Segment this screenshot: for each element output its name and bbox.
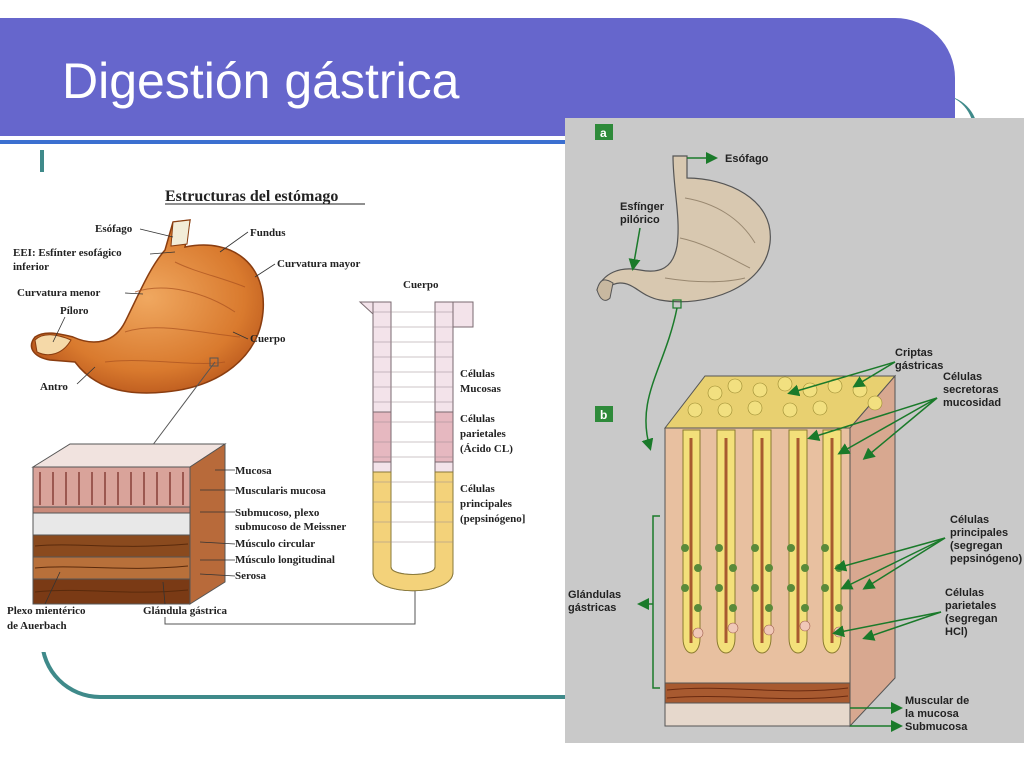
small-stomach-drawing <box>596 155 771 303</box>
label-curvatura-mayor: Curvatura mayor <box>277 258 361 270</box>
title-bar: Digestión gástrica <box>0 18 955 136</box>
label-celulas-principales-2: principales <box>460 498 513 510</box>
label-antro: Antro <box>40 381 68 393</box>
panel-b-badge: b <box>600 408 607 422</box>
label-celulas-mucosas: Células <box>460 368 496 380</box>
label-parietales-2: parietales <box>945 600 996 612</box>
label-curvatura-menor: Curvatura menor <box>17 287 101 299</box>
label-submucoso: Submucoso, plexo <box>235 507 320 519</box>
label-musculo-longitudinal: Músculo longitudinal <box>235 554 335 566</box>
stomach-drawing <box>30 219 265 394</box>
stomach-wall-block <box>31 443 227 605</box>
label-celulas-parietales-3: (Ácido CL) <box>460 443 513 455</box>
label-criptas: Criptas <box>895 347 933 359</box>
label-secretoras-3: mucosidad <box>943 397 1001 409</box>
label-principales: Células <box>950 514 989 526</box>
label-serosa: Serosa <box>235 570 266 582</box>
label-celulas-parietales-2: parietales <box>460 428 507 440</box>
label-eei-2: inferior <box>13 261 49 273</box>
slide-title: Digestión gástrica <box>62 53 460 109</box>
label-parietales-4: HCl) <box>945 626 968 638</box>
label-piloro: Píloro <box>60 305 89 317</box>
label-principales-3: (segregan <box>950 540 1003 552</box>
label-celulas-parietales: Células <box>460 413 496 425</box>
label-esfinter-2: pilórico <box>620 214 660 226</box>
label-plexo: Plexo mientérico <box>7 605 86 617</box>
label-fundus: Fundus <box>250 227 286 239</box>
label-principales-4: pepsinógeno) <box>950 553 1022 565</box>
stomach-structures-figure: Estructuras del estómago Esófago EEI: Es… <box>5 172 575 652</box>
label-muscular-2: la mucosa <box>905 708 960 720</box>
label-cuerpo: Cuerpo <box>250 333 286 345</box>
label-celulas-mucosas-2: Mucosas <box>460 383 502 395</box>
label-secretoras: Células <box>943 371 982 383</box>
label-muscularis: Muscularis mucosa <box>235 485 326 497</box>
label-parietales-3: (segregan <box>945 613 998 625</box>
gastric-mucosa-illustration: a Esófago Esfínger pilórico b <box>568 124 1022 733</box>
label-musculo-circular: Músculo circular <box>235 538 315 550</box>
gastric-mucosa-figure: a Esófago Esfínger pilórico b <box>565 118 1024 743</box>
label-criptas-2: gástricas <box>895 360 943 372</box>
title-underline <box>0 140 880 144</box>
label-celulas-principales-3: (pepsinógeno] <box>460 513 525 525</box>
label-parietales: Células <box>945 587 984 599</box>
gastric-gland-drawing <box>358 301 474 592</box>
label-gland-cuerpo: Cuerpo <box>403 279 439 291</box>
label-eei: EEI: Esfínter esofágico <box>13 247 122 259</box>
label-secretoras-2: secretoras <box>943 384 999 396</box>
label-submucoso-2: submucoso de Meissner <box>235 521 346 533</box>
stomach-structures-illustration: Estructuras del estómago Esófago EEI: Es… <box>7 188 525 632</box>
label-glandulas: Glándulas <box>568 589 621 601</box>
label-glandula: Glándula gástrica <box>143 605 228 617</box>
mucosa-block-drawing <box>663 374 897 728</box>
label-mucosa: Mucosa <box>235 465 272 477</box>
label-esofago: Esófago <box>95 223 133 235</box>
label-submucosa: Submucosa <box>905 721 968 733</box>
label-glandulas-2: gástricas <box>568 602 616 614</box>
panel-a-badge: a <box>600 126 607 140</box>
label-muscular: Muscular de <box>905 695 969 707</box>
label-celulas-principales: Células <box>460 483 496 495</box>
label-principales-2: principales <box>950 527 1008 539</box>
label-plexo-2: de Auerbach <box>7 620 67 632</box>
label-esfinter: Esfínger <box>620 201 665 213</box>
label-esofago-right: Esófago <box>725 153 769 165</box>
decorative-frame-stub <box>40 150 44 164</box>
left-heading: Estructuras del estómago <box>165 188 338 205</box>
